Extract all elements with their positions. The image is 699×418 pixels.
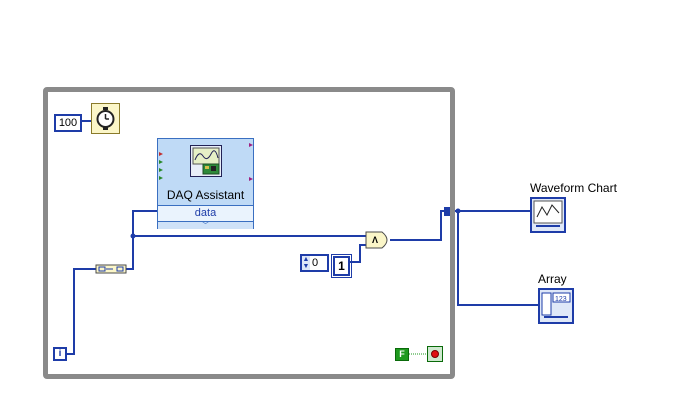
daq-terminal-arrows [159,143,253,181]
while-loop[interactable] [43,87,455,379]
svg-text:Λ: Λ [372,235,378,245]
array-indicator-icon: 123 [541,292,571,318]
wire-dim-to-merge [350,244,366,263]
build-array-icon: Λ [365,231,388,249]
daq-expand-chevron-icon[interactable]: ﹀ [158,221,253,230]
to-dynamic-data-icon [95,264,127,274]
wire-to-daq-input [132,210,157,236]
increment-decrement-icon[interactable]: ▲▼ [302,256,310,270]
stopwatch-icon [96,107,115,130]
wire-convert-to-branch [126,236,134,270]
stop-condition-terminal[interactable] [427,346,443,362]
stop-icon [431,350,439,358]
false-constant[interactable]: F [395,348,409,361]
daq-data-terminal[interactable]: data [158,205,253,221]
wire-junction [455,208,461,214]
wait-time-constant[interactable]: 100 [54,114,82,132]
wire-junction [130,233,136,239]
wire-tunnel-to-array [457,211,538,306]
wire-iteration [67,268,96,355]
iteration-terminal: i [53,347,67,361]
waveform-chart-terminal[interactable] [530,197,566,233]
loop-tunnel [444,207,453,216]
array-index-control[interactable]: ▲▼ 0 [300,254,329,272]
wait-ms-timer-icon[interactable] [91,103,120,134]
array-label: Array [538,272,567,286]
svg-text:123: 123 [555,296,567,303]
waveform-chart-icon [533,200,563,227]
daq-assistant-node[interactable]: DAQ Assistant data ﹀ [157,138,254,230]
waveform-chart-label: Waveform Chart [530,181,617,195]
array-index-value: 0 [312,257,319,269]
array-terminal[interactable]: 123 [538,288,574,324]
array-size-constant[interactable]: 1 [331,254,352,278]
daq-assistant-title: DAQ Assistant [166,188,245,202]
daq-waveform-icon [190,145,222,177]
